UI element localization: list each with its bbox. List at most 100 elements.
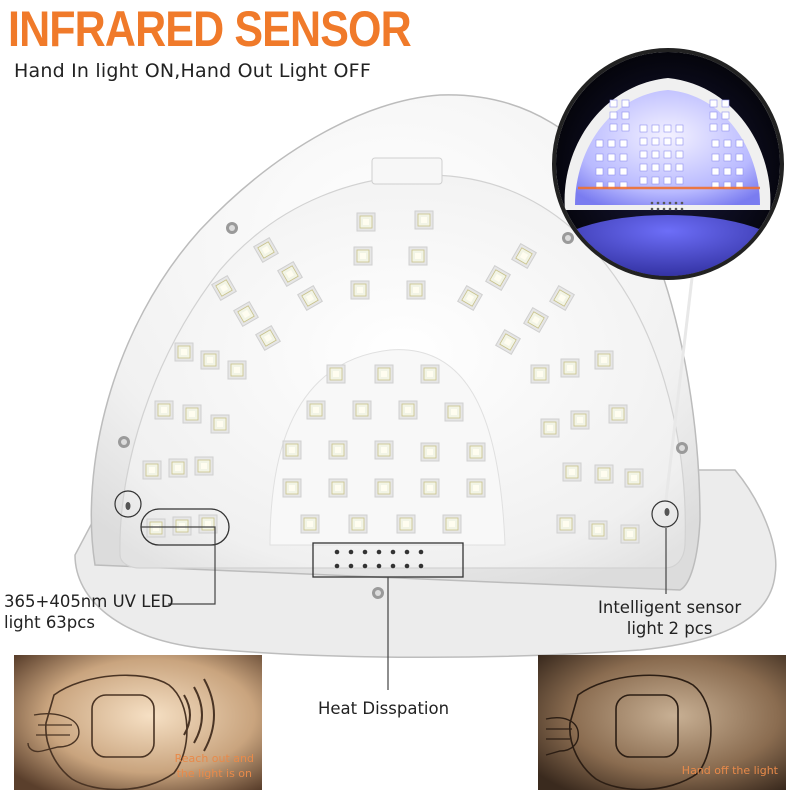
uv-led-chip	[398, 400, 418, 420]
uv-led-chip	[211, 275, 237, 301]
inset-led	[621, 99, 630, 108]
inset-led	[663, 124, 672, 133]
uv-led-chip	[326, 364, 346, 384]
inset-led	[663, 150, 672, 159]
inset-led	[735, 139, 744, 148]
inset-led	[723, 153, 732, 162]
uv-led-chip	[511, 243, 537, 269]
uv-led-chip	[414, 210, 434, 230]
inset-led	[711, 139, 720, 148]
uv-led-chip	[306, 400, 326, 420]
inset-led	[609, 111, 618, 120]
vent-hole	[390, 563, 396, 569]
uv-led-chip	[594, 350, 614, 370]
uv-led-chip	[560, 358, 580, 378]
uv-led-chip	[172, 516, 192, 536]
screw-icon	[118, 222, 688, 599]
inset-led	[651, 163, 660, 172]
uv-led-chip	[396, 514, 416, 534]
uv-led-chip	[556, 514, 576, 534]
uv-led-chip	[523, 307, 549, 333]
uv-led-chip	[608, 404, 628, 424]
vent-hole	[348, 549, 354, 555]
page-subtitle: Hand In light ON,Hand Out Light OFF	[14, 60, 371, 82]
hand-icon	[14, 655, 262, 790]
uv-led-chip	[374, 478, 394, 498]
uv-led-chip	[406, 280, 426, 300]
inset-led	[663, 163, 672, 172]
vent-hole	[404, 549, 410, 555]
inset-vent-hole	[662, 207, 666, 211]
uv-led-chip	[154, 400, 174, 420]
uv-led-chip	[297, 285, 323, 311]
inset-led	[609, 123, 618, 132]
inset-led	[639, 137, 648, 146]
uv-led-chip	[485, 265, 511, 291]
inset-led	[639, 176, 648, 185]
inset-vent-hole	[662, 201, 666, 205]
inset-led	[607, 153, 616, 162]
inset-led	[595, 167, 604, 176]
sensor-callout-line1: Intelligent sensor	[598, 598, 742, 617]
led-callout-line1: 365+405nm UV LED	[4, 592, 174, 611]
uv-led-chip	[408, 246, 428, 266]
top-sensor-window	[371, 157, 443, 185]
uv-led-chip	[620, 524, 640, 544]
inset-led	[619, 139, 628, 148]
uv-led-chip	[328, 478, 348, 498]
hand-off-caption: Hand off the light	[681, 764, 778, 777]
inset-vent-hole	[680, 207, 684, 211]
vent-hole	[348, 563, 354, 569]
inset-led	[709, 123, 718, 132]
vent-hole	[376, 563, 382, 569]
hand-in-caption-line2: the light is on	[176, 767, 253, 781]
inset-led	[639, 163, 648, 172]
inset-led	[619, 167, 628, 176]
uv-led-chip	[210, 414, 230, 434]
inset-led	[735, 153, 744, 162]
uv-led-chip	[277, 261, 303, 287]
vent-hole	[390, 549, 396, 555]
uv-led-chip	[227, 360, 247, 380]
inset-led	[595, 153, 604, 162]
uv-led-chip	[466, 442, 486, 462]
uv-led-chip	[457, 285, 483, 311]
inset-vent-hole	[656, 201, 660, 205]
inset-led	[639, 124, 648, 133]
uv-led-array	[142, 210, 644, 544]
inset-led	[651, 150, 660, 159]
sensor-icon	[114, 490, 679, 528]
hand-in-caption-line1: Reach out and	[174, 752, 254, 765]
inset-led	[709, 111, 718, 120]
inset-vent-hole	[674, 207, 678, 211]
sensor-callout: Intelligent sensor light 2 pcs	[598, 598, 741, 639]
inset-vent-hole	[674, 201, 678, 205]
inset-led	[639, 150, 648, 159]
uv-led-chip	[594, 464, 614, 484]
uv-led-chip	[194, 456, 214, 476]
uv-led-chip	[356, 212, 376, 232]
inset-led	[675, 163, 684, 172]
vent-hole	[334, 563, 340, 569]
inset-led	[651, 137, 660, 146]
uv-led-chip	[328, 440, 348, 460]
uv-led-chip	[530, 364, 550, 384]
vent-hole	[362, 563, 368, 569]
uv-led-chip	[282, 440, 302, 460]
uv-led-chip	[352, 400, 372, 420]
inset-led	[663, 176, 672, 185]
vent-hole	[334, 549, 340, 555]
heat-callout: Heat Disspation	[318, 699, 450, 718]
inset-led	[709, 99, 718, 108]
inset-vent-hole	[668, 201, 672, 205]
sensor-callout-line2: light 2 pcs	[626, 618, 713, 638]
uv-led-chip	[549, 285, 575, 311]
uv-led-chip	[168, 458, 188, 478]
inset-led	[607, 139, 616, 148]
uv-led-chip	[282, 478, 302, 498]
uv-led-chip	[300, 514, 320, 534]
inset-led	[723, 167, 732, 176]
inset-led	[595, 139, 604, 148]
